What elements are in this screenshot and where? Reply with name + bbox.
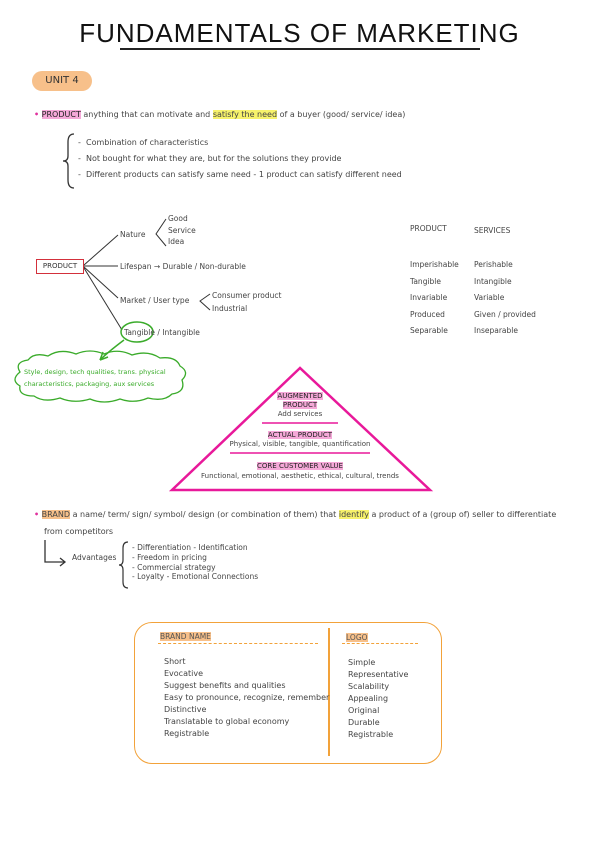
unit-badge: UNIT 4 <box>32 71 92 91</box>
tangible-label: Tangible <box>124 328 155 337</box>
advantage-item: - Loyalty - Emotional Connections <box>132 572 259 582</box>
lifespan-label: Lifespan → Durable / Non-durable <box>120 262 246 271</box>
comparison-cell: Given / provided <box>474 309 536 319</box>
nature-item: Good <box>168 214 188 223</box>
advantage-item: - Differentiation - Identification <box>132 543 248 552</box>
product-point: - Different products can satisfy same ne… <box>78 170 402 179</box>
brand-def-text-b: a product of a (group of) seller to diff… <box>371 510 557 519</box>
brand-name-item: Registrable <box>164 729 210 738</box>
comparison-header-services: SERVICES <box>474 226 511 235</box>
product-root-box: PRODUCT <box>36 259 84 274</box>
comparison-cell: Separable <box>410 326 448 335</box>
market-item: Industrial <box>212 304 248 313</box>
core-value-label: CORE CUSTOMER VALUE Functional, emotiona… <box>180 461 420 481</box>
actual-product-label: ACTUAL PRODUCT Physical, visible, tangib… <box>200 431 400 449</box>
augmented-product-label: AUGMENTED PRODUCT Add services <box>250 392 350 419</box>
brace-icon <box>118 541 129 589</box>
title-underline <box>120 48 480 50</box>
comparison-cell: Inseparable <box>474 326 518 335</box>
brand-def-continued: from competitors <box>44 527 114 536</box>
actual-sub: Physical, visible, tangible, quantificat… <box>229 440 371 448</box>
logo-item: Representative <box>348 670 409 679</box>
brand-def-text-a: a name/ term/ sign/ symbol/ design (or c… <box>72 510 337 519</box>
comparison-cell: Imperishable <box>410 260 459 269</box>
nature-item: Service <box>168 225 196 235</box>
brand-name-item: Suggest benefits and qualities <box>164 681 286 690</box>
brand-logo-box <box>134 622 442 764</box>
market-item: Consumer product <box>212 291 282 300</box>
product-point: - Not bought for what they are, but for … <box>78 154 342 163</box>
comparison-cell: Variable <box>474 293 505 302</box>
logo-item: Scalability <box>348 682 390 691</box>
comparison-cell: Intangible <box>474 276 512 286</box>
advantages-label: Advantages <box>72 553 117 562</box>
bullet-icon: • <box>34 110 40 119</box>
comparison-services-col: Perishable Intangible Variable Given / p… <box>474 257 536 340</box>
brand-name-list: Short Evocative Suggest benefits and qua… <box>164 656 329 740</box>
comparison-product-col: Imperishable Tangible Invariable Produce… <box>410 257 459 340</box>
nature-item: Idea <box>168 237 185 246</box>
comparison-cell: Invariable <box>410 293 448 302</box>
logo-item: Simple <box>348 658 376 667</box>
comparison-cell: Perishable <box>474 260 513 269</box>
comparison-header-product: PRODUCT <box>410 224 447 233</box>
brand-name-item: Distinctive <box>164 705 207 714</box>
advantages-list: - Differentiation - Identification - Fre… <box>132 543 258 582</box>
brand-name-underline <box>158 643 318 644</box>
cloud-text: Style, design, tech qualities, trans. ph… <box>24 368 166 388</box>
product-def-highlight: satisfy the need <box>212 110 278 119</box>
nature-label: Nature <box>120 230 146 239</box>
logo-item: Durable <box>348 718 380 727</box>
logo-item: Original <box>348 706 380 715</box>
product-term: PRODUCT <box>41 110 81 119</box>
brand-definition: • BRAND a name/ term/ sign/ symbol/ desi… <box>34 510 556 519</box>
intangible-label: / Intangible <box>157 328 200 337</box>
advantage-item: - Freedom in pricing <box>132 552 207 562</box>
product-points: - Combination of characteristics - Not b… <box>78 137 402 181</box>
logo-underline <box>342 643 418 644</box>
box-divider <box>328 628 330 756</box>
product-tree-lines <box>14 218 211 403</box>
brand-name-header: BRAND NAME <box>160 632 211 641</box>
brand-term: BRAND <box>41 510 71 519</box>
product-pyramid <box>168 366 434 492</box>
brace-icon <box>62 133 75 189</box>
brand-name-item: Easy to pronounce, recognize, remember <box>164 693 330 702</box>
page-title: FUNDAMENTALS OF MARKETING <box>79 18 520 48</box>
logo-header: LOGO <box>346 633 368 642</box>
product-def-text-a: anything that can motivate and <box>83 110 211 119</box>
comparison-cell: Produced <box>410 309 445 319</box>
product-def-text-b: of a buyer (good/ service/ idea) <box>279 110 406 119</box>
comparison-cell: Tangible <box>410 276 441 286</box>
logo-item: Registrable <box>348 730 394 739</box>
brand-name-item: Evocative <box>164 669 203 678</box>
market-label: Market / User type <box>120 296 190 305</box>
brand-name-item: Short <box>164 657 186 666</box>
augmented-sub: Add services <box>277 410 323 418</box>
brand-def-highlight: identify <box>338 510 369 519</box>
product-definition: • PRODUCT anything that can motivate and… <box>34 110 405 119</box>
market-items: Consumer product Industrial <box>212 289 281 315</box>
bullet-icon: • <box>34 510 40 519</box>
nature-items: Good Service Idea <box>168 213 196 248</box>
core-sub: Functional, emotional, aesthetic, ethica… <box>201 472 399 480</box>
logo-list: Simple Representative Scalability Appeal… <box>348 657 408 741</box>
arrow-return-icon <box>44 540 67 567</box>
tangible-row: Tangible / Intangible <box>124 328 200 337</box>
brand-name-item: Translatable to global economy <box>164 717 290 726</box>
advantage-item: - Commercial strategy <box>132 562 216 572</box>
logo-item: Appealing <box>348 694 389 703</box>
product-point: - Combination of characteristics <box>78 138 209 147</box>
